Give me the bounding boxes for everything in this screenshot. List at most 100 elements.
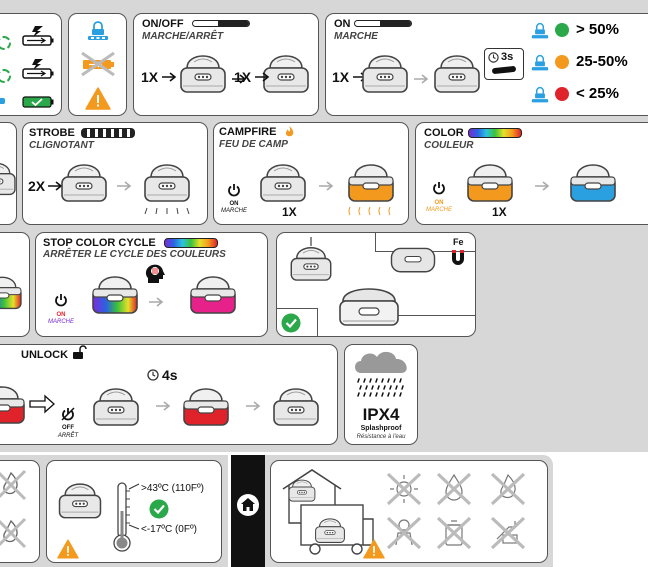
thermometer-icon xyxy=(113,482,131,552)
color-subtitle: COULEUR xyxy=(424,140,474,151)
no-fire-icon xyxy=(490,472,526,506)
lantern-side-icon xyxy=(390,247,436,273)
unlock-panel: UNLOCK OFF ARRÊT 4s xyxy=(0,344,338,445)
max-temperature-label: >43ºC (110Fº) xyxy=(141,483,204,494)
hold-duration-label: 3s xyxy=(501,51,514,63)
on-off-indicator-icon xyxy=(192,20,250,27)
warning-icon xyxy=(85,87,111,110)
ipx-panel: IPX4 Splashproof Résistance à l'eau xyxy=(344,344,418,445)
no-water-icon xyxy=(436,472,472,506)
checkmark-icon xyxy=(149,499,169,519)
on-off-panel: ON/OFF MARCHE/ARRÊT 1X 1X xyxy=(133,13,319,116)
checkmark-icon xyxy=(281,313,301,333)
no-charging-icon xyxy=(81,51,115,77)
flame-icon xyxy=(285,126,294,137)
on-label: ON xyxy=(229,201,239,207)
double-arrow-icon xyxy=(29,394,55,414)
home-icon-strip xyxy=(231,455,265,567)
off-label: OFF xyxy=(62,425,74,431)
color-panel: COLOR COULEUR ON MARCHE 1X xyxy=(415,122,648,225)
magnet-icon xyxy=(452,250,464,265)
warning-icon xyxy=(363,539,385,559)
on-sub-label: MARCHE xyxy=(425,207,452,213)
lantern-with-hand-icon xyxy=(180,55,226,93)
clock-icon xyxy=(147,369,159,381)
on-label: ON xyxy=(434,200,444,206)
partial-panel-left xyxy=(0,232,30,337)
lantern-icon xyxy=(434,55,480,93)
battery-charging-icon xyxy=(22,59,54,79)
on-indicator-icon xyxy=(354,20,412,27)
lantern-with-hand-icon xyxy=(61,164,107,202)
no-fire-icon xyxy=(0,517,27,549)
battery-level-row: < 25% xyxy=(531,84,648,106)
hold-duration-label: 4s xyxy=(162,367,178,383)
pointer-line-icon xyxy=(128,524,140,530)
battery-level-label: > 50% xyxy=(576,21,619,38)
mounting-panel: Fe xyxy=(276,232,476,337)
pointer-line-icon xyxy=(128,483,140,490)
lock-battery-icon xyxy=(531,22,549,39)
arrow-right-icon xyxy=(255,72,270,82)
on-off-title: ON/OFF xyxy=(142,18,184,30)
power-off-icon xyxy=(61,407,75,421)
arrow-right-icon xyxy=(156,401,171,411)
on-sub-label: MARCHE xyxy=(220,208,247,214)
arrow-right-icon xyxy=(535,181,550,191)
rain-cloud-icon xyxy=(355,351,407,397)
battery-level-label: < 25% xyxy=(576,85,619,102)
lantern-icon xyxy=(273,388,319,426)
strobe-subtitle: CLIGNOTANT xyxy=(29,140,94,151)
house-circle-icon xyxy=(237,494,259,516)
lantern-campfire-icon xyxy=(348,164,394,202)
battery-full-icon xyxy=(22,96,54,108)
arrow-right-icon xyxy=(149,297,164,307)
no-modification-icon xyxy=(490,516,526,550)
indoor-use-panel xyxy=(270,460,548,563)
no-disposal-icon xyxy=(436,516,472,550)
press-count-label: 1X xyxy=(332,69,350,85)
strobe-panel: STROBE CLIGNOTANT 2X xyxy=(22,122,208,225)
battery-level-dot xyxy=(555,87,569,101)
press-count-label: 1X xyxy=(141,69,159,85)
battery-level-dot xyxy=(555,55,569,69)
lantern-with-hand-icon xyxy=(362,55,408,93)
campfire-panel: CAMPFIRE FEU DE CAMP ON MARCHE 1X xyxy=(213,122,409,225)
lock-battery-icon xyxy=(531,54,549,71)
hanging-lantern-icon xyxy=(290,237,332,281)
lock-icon xyxy=(88,21,108,40)
arrow-right-icon xyxy=(246,401,261,411)
on-label: ON xyxy=(56,312,66,318)
divider-line xyxy=(277,308,317,310)
arrow-right-icon xyxy=(232,74,247,84)
partial-panel-left xyxy=(0,122,17,225)
magnet-label: Fe xyxy=(453,237,464,247)
battery-level-row: > 50% xyxy=(531,20,648,42)
arrow-right-icon xyxy=(319,181,334,191)
unlock-title: UNLOCK xyxy=(21,349,69,361)
on-title: ON xyxy=(334,18,351,30)
arrow-right-icon xyxy=(162,72,177,82)
battery-level-label: 25-50% xyxy=(576,53,628,70)
color-title: COLOR xyxy=(424,127,464,139)
lantern-with-hands-icon xyxy=(93,388,139,426)
lantern-pink-icon xyxy=(190,276,236,314)
lantern-icon xyxy=(315,518,345,543)
press-count-label: 2X xyxy=(28,178,46,194)
divider-line xyxy=(317,308,319,336)
campfire-subtitle: FEU DE CAMP xyxy=(219,139,288,150)
campfire-title: CAMPFIRE xyxy=(219,126,277,138)
power-icon xyxy=(433,182,445,195)
lantern-standing-icon xyxy=(339,288,399,326)
on-off-subtitle: MARCHE/ARRÊT xyxy=(142,31,224,42)
unlock-icon xyxy=(73,345,87,359)
head-thinking-icon xyxy=(145,264,165,283)
divider-line xyxy=(397,315,475,317)
min-temperature-label: <-17ºC (0Fº) xyxy=(141,524,197,535)
on-sub-label: MARCHE xyxy=(47,319,74,325)
lantern-with-hand-icon xyxy=(92,276,138,314)
lantern-icon xyxy=(0,162,16,196)
lantern-red-icon xyxy=(0,386,25,424)
color-spectrum-icon xyxy=(468,128,522,138)
on-battery-panel: ON MARCHE 1X 3s > 50%25-50%< 25% xyxy=(325,13,648,116)
